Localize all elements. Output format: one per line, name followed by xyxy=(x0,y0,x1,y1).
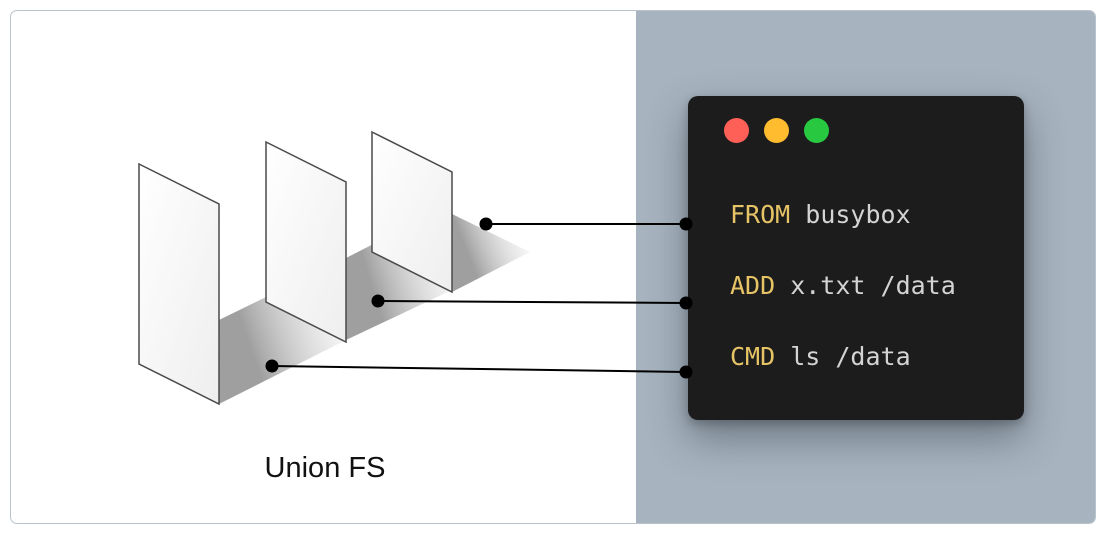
maximize-button-dot[interactable] xyxy=(804,118,829,143)
code-line-from: FROM busybox xyxy=(730,200,911,229)
layer-sheet-front xyxy=(138,162,220,406)
close-button-dot[interactable] xyxy=(724,118,749,143)
code-line-cmd: CMD ls /data xyxy=(730,342,911,371)
code-args-from: busybox xyxy=(790,200,911,229)
keyword-from: FROM xyxy=(730,200,791,229)
keyword-add: ADD xyxy=(730,271,776,300)
terminal-window: FROM busybox ADD x.txt /data CMD ls /dat… xyxy=(688,96,1024,420)
minimize-button-dot[interactable] xyxy=(764,118,789,143)
layer-shadow-top xyxy=(452,214,530,292)
layer-sheet-back xyxy=(371,130,453,294)
layer-sheet-middle xyxy=(265,140,347,344)
code-args-cmd: ls /data xyxy=(775,342,911,371)
code-line-add: ADD x.txt /data xyxy=(730,271,956,300)
code-args-add: x.txt /data xyxy=(775,271,956,300)
keyword-cmd: CMD xyxy=(730,342,776,371)
caption-union-fs: Union FS xyxy=(264,452,386,484)
